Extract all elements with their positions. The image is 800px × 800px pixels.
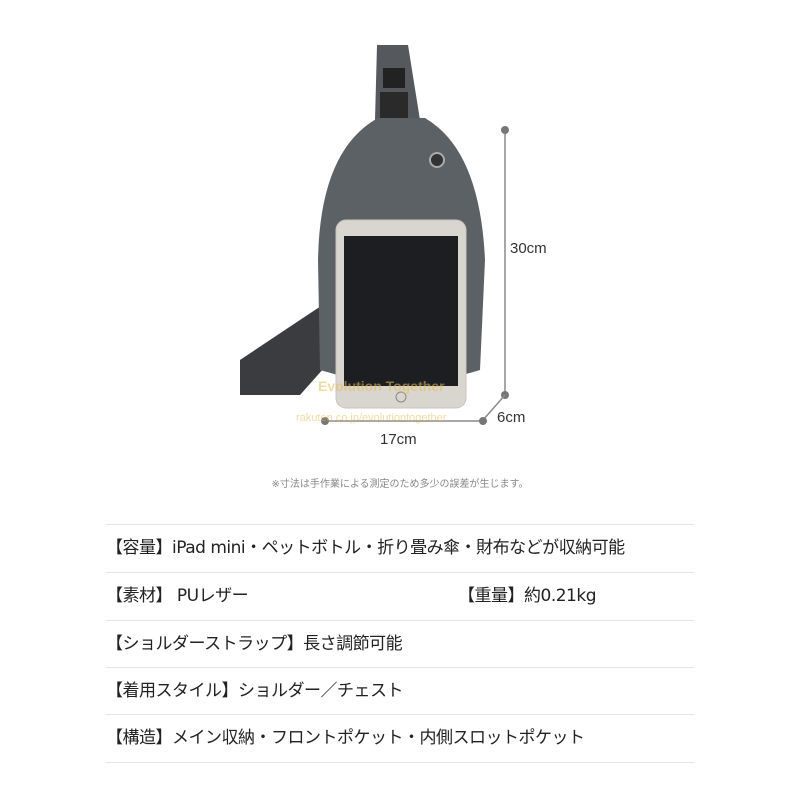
spec-text: 【素材】 PUレザー (106, 586, 249, 606)
bag-port (429, 152, 445, 168)
spec-text: 【構造】メイン収納・フロントポケット・内側スロットポケット (106, 728, 585, 748)
spec-row-capacity: 【容量】iPad mini・ペットボトル・折り畳み傘・財布などが収納可能 (106, 524, 694, 572)
depth-label: 6cm (497, 409, 526, 426)
watermark-brand: Evolution Together (318, 378, 445, 394)
watermark-url: rakuten.co.jp/evolutiontogether (296, 412, 447, 424)
tablet-screen (344, 236, 458, 386)
tablet-home-button (395, 391, 407, 403)
spec-weight: 【重量】約0.21kg (458, 586, 597, 606)
strap-buckle (383, 68, 405, 88)
spec-row-strap: 【ショルダーストラップ】長さ調節可能 (106, 620, 694, 668)
dimension-dot (479, 417, 487, 425)
shoulder-strap (240, 300, 340, 395)
spec-text: 【ショルダーストラップ】長さ調節可能 (106, 634, 403, 654)
spec-text: 【着用スタイル】ショルダー／チェスト (106, 681, 404, 701)
spec-row-material: 【素材】 PUレザー 【重量】約0.21kg (106, 572, 694, 620)
depth-dimension-line (482, 394, 506, 421)
measurement-note: ※寸法は手作業による測定のため多少の誤差が生じます。 (271, 479, 529, 490)
height-label: 30cm (510, 240, 547, 257)
spec-row-style: 【着用スタイル】ショルダー／チェスト (106, 667, 694, 715)
spec-row-structure: 【構造】メイン収納・フロントポケット・内側スロットポケット (106, 714, 694, 763)
spec-text: 【容量】iPad mini・ペットボトル・折り畳み傘・財布などが収納可能 (106, 538, 625, 558)
dimension-dot (321, 417, 329, 425)
dimension-dot (501, 126, 509, 134)
width-label: 17cm (380, 431, 417, 448)
buckle-clip (380, 92, 408, 118)
bag-illustration (240, 45, 509, 425)
